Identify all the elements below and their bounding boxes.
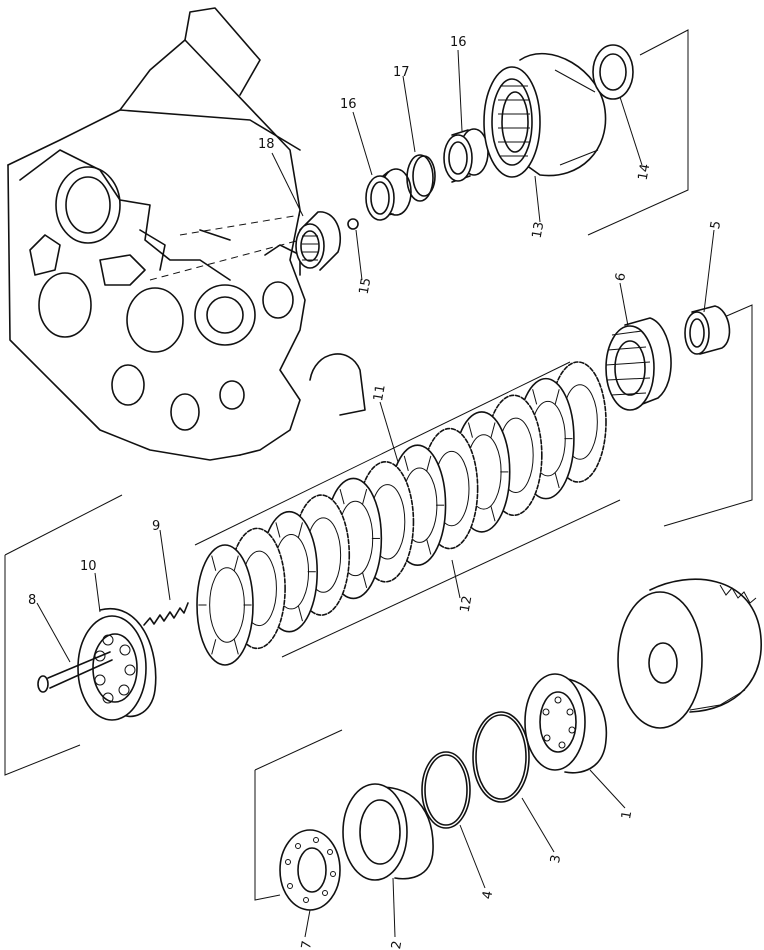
clutch-housing	[617, 578, 762, 729]
part-14-washer	[592, 44, 634, 100]
callout-17: 17	[393, 65, 410, 80]
leader-frames	[4, 29, 753, 901]
part-16-bushing	[365, 168, 412, 221]
part-18-splined-bushing	[295, 211, 342, 271]
part-8-bolt	[37, 651, 113, 693]
leader-lines	[36, 49, 715, 938]
callout-1: 1	[619, 810, 635, 821]
part-4-o-ring	[421, 751, 471, 829]
callout-10: 10	[80, 559, 97, 574]
callout-2: 2	[389, 940, 405, 950]
part-16-bushing-b	[443, 128, 489, 183]
callout-14: 14	[636, 163, 654, 182]
callout-9: 9	[152, 519, 160, 534]
part-2-housing	[342, 783, 434, 881]
part-13-gear-drum	[483, 52, 607, 178]
callout-12: 12	[458, 595, 476, 614]
callout-13: 13	[530, 221, 548, 240]
callout-5: 5	[708, 220, 724, 231]
callout-4: 4	[480, 890, 496, 901]
part-11-12-clutch-pack	[196, 361, 607, 666]
part-5-collar	[684, 305, 731, 355]
callout-6: 6	[613, 272, 629, 283]
part-6-gear	[605, 317, 672, 411]
callout-15: 15	[357, 277, 375, 296]
callout-16-upper: 16	[450, 35, 467, 50]
transmission-case	[7, 7, 366, 461]
part-1-piston	[524, 673, 608, 774]
callout-16-lower: 16	[340, 97, 357, 112]
callout-7: 7	[299, 940, 315, 950]
callout-8: 8	[28, 593, 36, 608]
part-17-ring	[406, 154, 436, 202]
part-3-o-ring	[472, 711, 530, 803]
callout-3: 3	[548, 854, 564, 865]
clutch-disc	[196, 544, 254, 666]
callout-labels: 1 2 3 4 5 6 7 8 9 10 11 12 13 14 15 16 1…	[28, 35, 724, 950]
part-7-plate	[279, 829, 341, 911]
callout-11: 11	[371, 384, 389, 403]
part-9-spring	[143, 602, 189, 626]
part-10-piston	[77, 607, 157, 721]
callout-18: 18	[258, 137, 275, 152]
part-15-ball	[347, 218, 359, 230]
